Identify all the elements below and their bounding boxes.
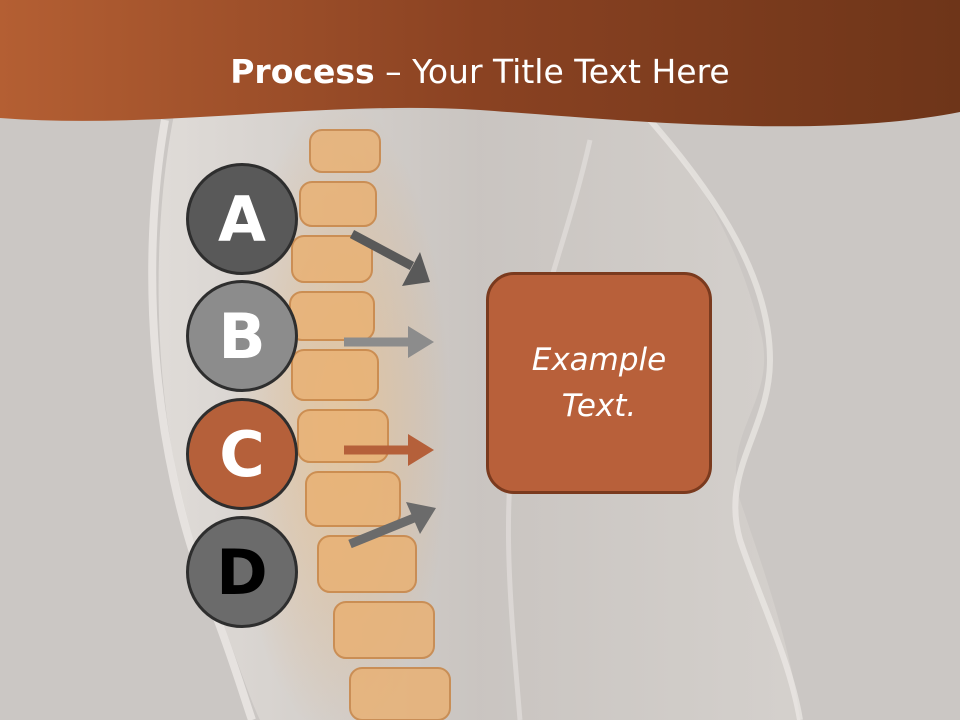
title-bold: Process: [230, 52, 375, 91]
slide-title: Process – Your Title Text Here: [0, 52, 960, 91]
step-c-circle: C: [186, 398, 298, 510]
arrow-b-icon: [344, 326, 434, 358]
example-text-box: Example Text.: [486, 272, 712, 494]
title-rest: – Your Title Text Here: [374, 52, 730, 91]
arrow-a-icon: [349, 230, 430, 286]
arrow-c-icon: [344, 434, 434, 466]
step-d-circle: D: [186, 516, 298, 628]
step-a-circle: A: [186, 163, 298, 275]
arrow-d-icon: [348, 502, 436, 549]
step-b-circle: B: [186, 280, 298, 392]
